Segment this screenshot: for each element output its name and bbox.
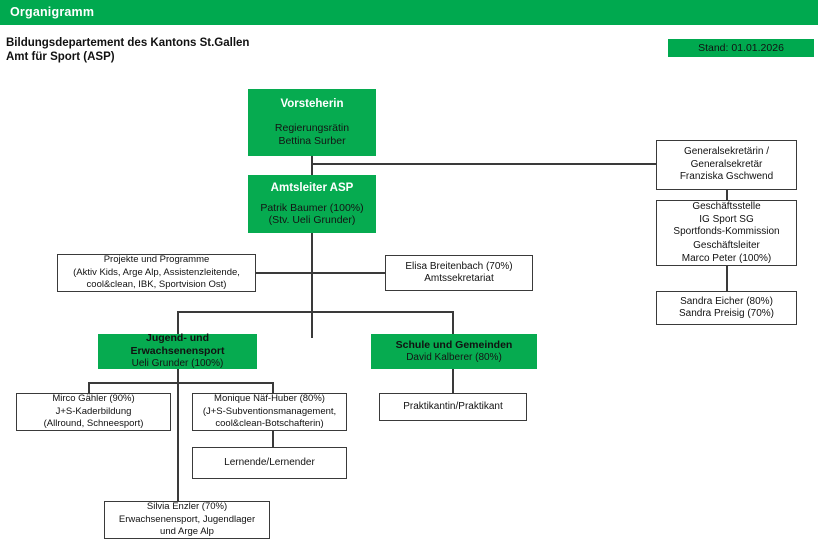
connector-drop-schule	[452, 311, 454, 335]
node-geschaeftsstelle[interactable]: Geschäftsstelle IG Sport SG Sportfonds-K…	[656, 200, 797, 266]
node-projekte-und-programme[interactable]: Projekte und Programme (Aktiv Kids, Arge…	[57, 254, 256, 292]
node-geschaeftsstelle-line-1: Geschäftsstelle	[692, 201, 761, 212]
node-vorsteherin-line-1: Regierungsrätin	[274, 122, 350, 134]
node-sekretariat-line-2: Sandra Preisig (70%)	[678, 308, 775, 319]
node-amtsleiter-title: Amtsleiter ASP	[270, 181, 354, 194]
node-jugend-und-erwachsenensport[interactable]: Jugend- und Erwachsenensport Ueli Grunde…	[98, 332, 257, 370]
page-title: Organigramm	[10, 5, 95, 19]
node-generalsekretariat-line-2: Generalsekretär	[690, 158, 763, 170]
node-jugendsport-line-1: Ueli Grunder (100%)	[131, 358, 224, 370]
node-monique-line-1: Monique Näf-Huber (80%)	[214, 393, 325, 405]
connector-drop-jugendsport	[177, 311, 179, 335]
node-sekretariat-geschaeftsstelle[interactable]: Sandra Eicher (80%) Sandra Preisig (70%)	[656, 291, 797, 325]
connector-amtsleiter-generalsekretariat	[311, 163, 656, 165]
node-silvia-line-1: Silvia Enzler (70%)	[146, 501, 228, 513]
node-silvia-line-2: Erwachsenensport, Jugendlager	[118, 513, 256, 525]
node-lernende-line-1: Lernende/Lernender	[224, 456, 315, 468]
node-lernende[interactable]: Lernende/Lernender	[192, 447, 347, 479]
node-mirco-line-1: Mirco Gähler (90%)	[52, 393, 135, 405]
page-title-bar: Organigramm	[0, 0, 818, 25]
status-badge-label: Stand: 01.01.2026	[698, 42, 784, 54]
node-schule-title: Schule und Gemeinden	[395, 338, 513, 351]
node-amtssekretariat[interactable]: Elisa Breitenbach (70%) Amtssekretariat	[385, 255, 533, 291]
node-praktikant[interactable]: Praktikantin/Praktikant	[379, 393, 527, 421]
node-amtssekretariat-line-1: Elisa Breitenbach (70%)	[405, 260, 513, 272]
node-monique-line-2: (J+S-Subventionsmanagement,	[202, 405, 337, 417]
node-monique-line-3: cool&clean-Botschafterin)	[215, 418, 324, 430]
node-schule-line-1: David Kalberer (80%)	[406, 351, 502, 363]
node-amtsleiter-line-2: (Stv. Ueli Grunder)	[268, 214, 356, 226]
connector-trunk-amtssekretariat	[311, 272, 385, 274]
node-jugendsport-title: Jugend- und Erwachsenensport	[130, 332, 225, 358]
connector-vorsteherin-amtsleiter	[311, 156, 313, 175]
connector-trunk-projekte	[256, 272, 312, 274]
node-vorsteherin-line-2: Bettina Surber	[278, 134, 346, 147]
connector-monique-lernende	[272, 431, 274, 447]
connector-amtsleiter-trunk	[311, 233, 313, 338]
node-silvia-line-3: und Arge Alp	[160, 526, 214, 538]
node-geschaeftsstelle-line-5: Marco Peter (100%)	[681, 252, 772, 264]
node-mirco-line-3: (Allround, Schneesport)	[43, 418, 144, 430]
connector-jugendsport-silvia	[177, 382, 179, 501]
node-projekte-line-3: cool&clean, IBK, Sportvision Ost)	[86, 279, 227, 291]
node-geschaeftsstelle-line-4: Geschäftsleiter	[693, 240, 760, 251]
node-projekte-line-1: Projekte und Programme	[103, 254, 210, 266]
node-amtsleiter-asp[interactable]: Amtsleiter ASP Patrik Baumer (100%) (Stv…	[248, 175, 376, 233]
department-line-1: Bildungsdepartement des Kantons St.Galle…	[6, 37, 250, 49]
connector-split-bar-jugendsport	[88, 382, 273, 384]
node-mirco-line-2: J+S-Kaderbildung	[55, 405, 132, 417]
node-mirco-gaehler[interactable]: Mirco Gähler (90%) J+S-Kaderbildung (All…	[16, 393, 171, 431]
node-vorsteherin[interactable]: Vorsteherin Regierungsrätin Bettina Surb…	[248, 89, 376, 156]
node-amtsleiter-line-1: Patrik Baumer (100%)	[260, 201, 364, 214]
connector-drop-mirco	[88, 382, 90, 393]
node-silvia-enzler[interactable]: Silvia Enzler (70%) Erwachsenensport, Ju…	[104, 501, 270, 539]
connector-schule-praktikant	[452, 369, 454, 393]
connector-split-bar-departments	[177, 311, 453, 313]
connector-generalsekretariat-geschaeftsstelle	[726, 190, 728, 201]
node-amtssekretariat-line-2: Amtssekretariat	[424, 273, 494, 284]
node-schule-und-gemeinden[interactable]: Schule und Gemeinden David Kalberer (80%…	[371, 334, 537, 369]
department-line-2: Amt für Sport (ASP)	[6, 51, 115, 63]
node-monique-naef-huber[interactable]: Monique Näf-Huber (80%) (J+S-Subventions…	[192, 393, 347, 431]
node-generalsekretariat-line-1: Generalsekretärin /	[683, 146, 770, 158]
connector-jugendsport-stem	[177, 369, 179, 382]
node-generalsekretariat[interactable]: Generalsekretärin / Generalsekretär Fran…	[656, 140, 797, 190]
status-badge: Stand: 01.01.2026	[668, 39, 814, 57]
node-geschaeftsstelle-line-2: IG Sport SG	[699, 213, 754, 225]
node-projekte-line-2: (Aktiv Kids, Arge Alp, Assistenzleitende…	[73, 266, 240, 278]
node-vorsteherin-title: Vorsteherin	[280, 98, 344, 110]
node-sekretariat-line-1: Sandra Eicher (80%)	[680, 295, 773, 307]
node-generalsekretariat-line-3: Franziska Gschwend	[679, 171, 774, 183]
department-heading: Bildungsdepartement des Kantons St.Galle…	[6, 36, 249, 64]
node-praktikant-line-1: Praktikantin/Praktikant	[403, 400, 503, 412]
connector-drop-monique	[272, 382, 274, 393]
node-geschaeftsstelle-line-3: Sportfonds-Kommission	[673, 226, 780, 237]
connector-geschaeftsstelle-sekretariat	[726, 266, 728, 291]
